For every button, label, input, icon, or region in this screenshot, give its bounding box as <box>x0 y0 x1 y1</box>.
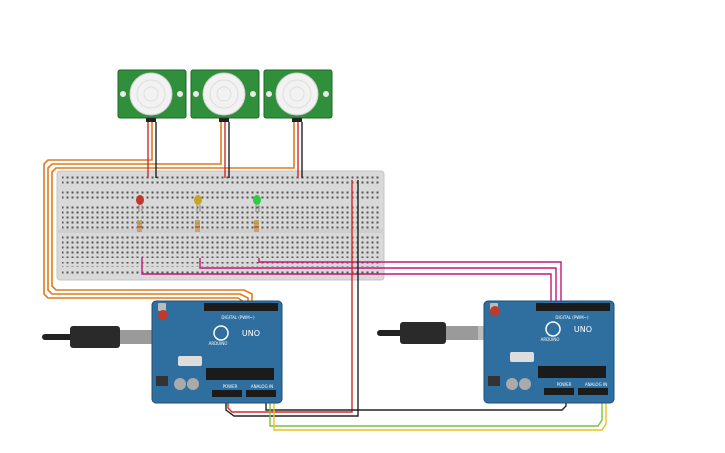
usb-cable-left[interactable] <box>42 326 164 348</box>
wire-led-group[interactable] <box>141 258 562 302</box>
digital-label: DIGITAL (PWM~) <box>221 315 255 320</box>
arduino-uno-right[interactable]: DIGITAL (PWM~) UNO ARDUINO POWER ANALOG … <box>483 300 615 404</box>
analog-header[interactable] <box>246 390 276 397</box>
terminal-strip-bottom[interactable] <box>62 234 379 258</box>
power-rail-bottom[interactable] <box>62 262 379 267</box>
led-yellow[interactable] <box>194 195 202 212</box>
microcontroller-chip <box>538 366 606 378</box>
analog-label: ANALOG IN <box>585 382 607 387</box>
power-header[interactable] <box>212 390 242 397</box>
reset-button[interactable] <box>490 306 500 316</box>
led-red[interactable] <box>136 195 144 212</box>
microcontroller-chip <box>206 368 274 380</box>
analog-label: ANALOG IN <box>251 384 273 389</box>
pir-sensor-3[interactable] <box>263 69 333 122</box>
brand-label: ARDUINO <box>209 341 228 346</box>
pir-sensor-2[interactable] <box>190 69 260 122</box>
center-channel <box>57 229 384 233</box>
arduino-uno-left[interactable]: DIGITAL (PWM~) UNO ARDUINO POWER ANALOG … <box>151 300 283 404</box>
wire-gnd-left[interactable] <box>225 180 359 417</box>
resistor-3[interactable] <box>254 220 259 232</box>
brand-label: ARDUINO <box>541 337 560 342</box>
digital-header[interactable] <box>536 303 610 311</box>
model-label: UNO <box>574 325 592 334</box>
wire-serial-tx[interactable] <box>269 396 603 427</box>
digital-label: DIGITAL (PWM~) <box>555 315 589 320</box>
resistor-1[interactable] <box>137 220 142 232</box>
pir-sensor-1[interactable] <box>117 69 187 122</box>
breadboard[interactable] <box>56 170 385 281</box>
reset-button[interactable] <box>158 310 168 320</box>
power-label: POWER <box>223 384 238 389</box>
model-label: UNO <box>242 329 260 338</box>
analog-header[interactable] <box>578 388 608 395</box>
usb-cable-right[interactable] <box>377 322 488 344</box>
power-jack[interactable] <box>488 376 500 386</box>
power-header[interactable] <box>544 388 574 395</box>
arduino-logo-icon <box>545 321 561 337</box>
wire-5v[interactable] <box>227 180 353 413</box>
power-jack[interactable] <box>156 376 168 386</box>
power-rail-top[interactable] <box>62 176 379 186</box>
led-green[interactable] <box>253 195 261 212</box>
digital-header[interactable] <box>204 303 278 311</box>
power-rail-top-2[interactable] <box>62 190 379 200</box>
arduino-logo-icon <box>213 325 229 341</box>
terminal-strip-top[interactable] <box>62 205 379 229</box>
resistor-2[interactable] <box>195 220 200 232</box>
wire-serial-rx[interactable] <box>273 396 607 431</box>
power-rail-bottom-2[interactable] <box>62 269 379 274</box>
power-label: POWER <box>557 382 572 387</box>
